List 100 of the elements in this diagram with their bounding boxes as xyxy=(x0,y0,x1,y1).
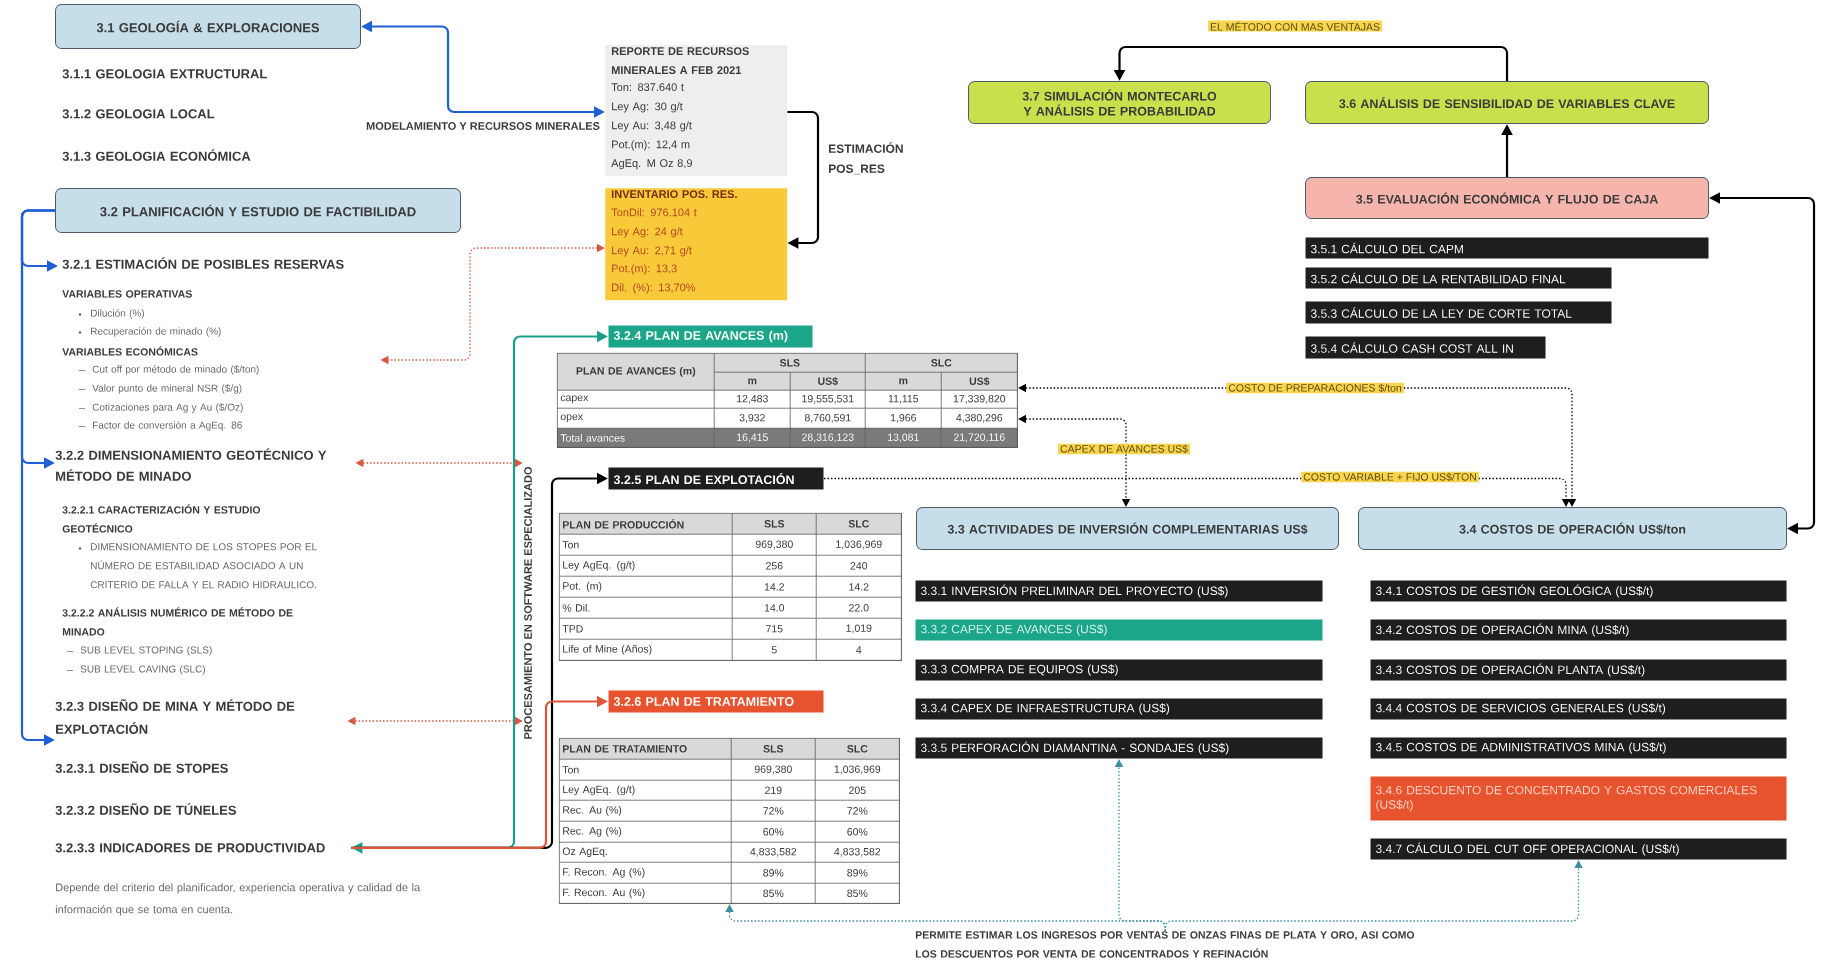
note-text: PERMITE ESTIMAR LOS INGRESOS POR VENTAS DE ONZAS FINAS DE PLATA Y ORO, ASI COMO LOS DESCUENTOS POR VENTA DE CONCENTRADOS Y REFINACIÓN xyxy=(915,931,1415,958)
table-cell: 14.0 xyxy=(732,597,817,619)
task-bar: 3.4.4 COSTOS DE SERVICIOS GENERALES (US$/t) xyxy=(1370,698,1787,720)
section-heading: 3.1.3 GEOLOGIA ECONÓMICA xyxy=(62,149,251,161)
process-box: 3.3 ACTIVIDADES DE INVERSIÓN COMPLEMENTARIAS US$ xyxy=(916,507,1339,550)
table-cell: 16,415 xyxy=(714,428,791,448)
info-box: REPORTE DE RECURSOS MINERALES A FEB 2021 Ton: 837.640 t Ley Ag: 30 g/t Ley Au: 3,48 g/t Pot.(m): 12,4 m AgEq. M Oz 8,9 xyxy=(605,45,788,177)
task-bar: 3.5.4 CÁLCULO CASH COST ALL IN xyxy=(1305,336,1546,359)
arrow xyxy=(20,209,55,746)
table-cell: 12,483 xyxy=(714,390,791,409)
section-heading: 3.2.3.2 DISEÑO DE TÚNELES xyxy=(55,803,236,815)
section-heading: 3.2.3.1 DISEÑO DE STOPES xyxy=(55,761,228,773)
table-cell: 22.0 xyxy=(816,597,902,619)
task-bar: 3.3.3 COMPRA DE EQUIPOS (US$) xyxy=(915,659,1323,681)
table-cell: 85% xyxy=(731,883,816,904)
section-heading: 3.2.3 DISEÑO DE MINA Y MÉTODO DE EXPLOTACIÓN xyxy=(55,699,295,734)
note-text: Depende del criterio del planificador, experiencia operativa y calidad de la información que se toma en cuenta. xyxy=(55,883,421,916)
table-cell: US$ xyxy=(790,372,866,391)
list-item: Valor punto de mineral NSR ($/g) xyxy=(78,384,242,394)
task-bar: 3.5.1 CÁLCULO DEL CAPM xyxy=(1305,237,1709,259)
table-cell: 715 xyxy=(732,618,817,640)
heading-bar: 3.2.5 PLAN DE EXPLOTACIÓN xyxy=(608,467,824,490)
table-cell: 28,316,123 xyxy=(790,428,866,448)
table-cell: 240 xyxy=(816,555,902,577)
process-box: 3.6 ANÁLISIS DE SENSIBILIDAD DE VARIABLES CLAVE xyxy=(1305,81,1709,124)
sub-heading: 3.2.2.2 ANÁLISIS NUMÉRICO DE MÉTODO DE MINADO xyxy=(62,607,293,636)
table-cell: m xyxy=(714,372,791,391)
task-bar: 3.4.3 COSTOS DE OPERACIÓN PLANTA (US$/t) xyxy=(1370,659,1787,681)
table-cell: 205 xyxy=(815,780,900,801)
section-heading: 3.2.2 DIMENSIONAMIENTO GEOTÉCNICO Y MÉTODO DE MINADO xyxy=(55,448,327,481)
table-cell: 72% xyxy=(815,800,900,822)
table-cell: 21,720,116 xyxy=(941,428,1018,448)
edge-label: COSTO VARIABLE + FIJO US$/TON xyxy=(1301,471,1479,483)
process-box: 3.2 PLANIFICACIÓN Y ESTUDIO DE FACTIBILIDAD xyxy=(55,188,461,233)
process-box: 3.7 SIMULACIÓN MONTECARLO Y ANÁLISIS DE PROBABILIDAD xyxy=(968,81,1271,124)
task-bar: 3.4.5 COSTOS DE ADMINISTRATIVOS MINA (US$/t) xyxy=(1370,737,1787,759)
task-bar: 3.4.7 CÁLCULO DEL CUT OFF OPERACIONAL (US$/t) xyxy=(1370,838,1787,860)
table-cell: 19,555,531 xyxy=(790,390,866,409)
task-bar: 3.5.2 CÁLCULO DE LA RENTABILIDAD FINAL xyxy=(1305,267,1612,289)
table-cell: 17,339,820 xyxy=(941,390,1018,409)
list-item: SUB LEVEL CAVING (SLC) xyxy=(66,665,205,675)
task-bar: 3.4.1 COSTOS DE GESTIÓN GEOLÓGICA (US$/t) xyxy=(1370,580,1787,602)
table-cell: 256 xyxy=(732,555,817,577)
list-item: Cotizaciones para Ag y Au ($/Oz) xyxy=(78,403,243,413)
table-cell: 1,966 xyxy=(865,408,942,429)
table-cell: 1,036,969 xyxy=(816,534,902,556)
table-cell: 4,380,296 xyxy=(941,408,1018,429)
table-cell: 1,036,969 xyxy=(815,759,900,781)
task-bar: 3.4.2 COSTOS DE OPERACIÓN MINA (US$/t) xyxy=(1370,619,1787,641)
table-cell: SLC xyxy=(815,738,900,760)
task-bar: 3.4.6 DESCUENTO DE CONCENTRADO Y GASTOS COMERCIALES (US$/t) xyxy=(1370,776,1787,821)
list-item: SUB LEVEL STOPING (SLS) xyxy=(66,646,212,656)
task-bar: 3.3.5 PERFORACIÓN DIAMANTINA - SONDAJES (US$) xyxy=(915,737,1323,759)
arrow xyxy=(1164,860,1583,932)
list-item: Factor de conversión a AgEq. 86 xyxy=(78,421,242,431)
table-cell: 4,833,582 xyxy=(731,842,816,863)
process-box: 3.4 COSTOS DE OPERACIÓN US$/ton xyxy=(1358,507,1787,550)
section-heading: 3.1.1 GEOLOGIA EXTRUCTURAL xyxy=(62,69,267,79)
edge-label: MODELAMIENTO Y RECURSOS MINERALES xyxy=(364,121,602,131)
table-cell: 14.2 xyxy=(816,576,902,598)
task-bar: 3.3.4 CAPEX DE INFRAESTRUCTURA (US$) xyxy=(915,698,1323,720)
task-bar: 3.5.3 CÁLCULO DE LA LEY DE CORTE TOTAL xyxy=(1305,301,1612,324)
table-cell: 14.2 xyxy=(732,576,817,598)
table-cell: 85% xyxy=(815,883,900,904)
edge-label: ESTIMACIÓN POS_RES xyxy=(826,141,911,176)
table-cell: SLS xyxy=(731,738,816,760)
list-item: Cut off por método de minado ($/ton) xyxy=(78,365,259,375)
section-heading: 3.1.2 GEOLOGIA LOCAL xyxy=(62,109,215,119)
heading-bar: 3.2.6 PLAN DE TRATAMIENTO xyxy=(608,690,824,713)
table-cell: 4,833,582 xyxy=(815,842,900,863)
process-box: 3.5 EVALUACIÓN ECONÓMICA Y FLUJO DE CAJA xyxy=(1305,177,1709,219)
list-heading: VARIABLES ECONÓMICAS xyxy=(62,346,198,356)
arrow xyxy=(787,110,820,249)
list-item: Dilución (%) xyxy=(78,309,145,319)
table-cell: 89% xyxy=(815,862,900,884)
table-cell: 89% xyxy=(731,862,816,884)
table-cell: 969,380 xyxy=(732,534,817,556)
table-cell: 60% xyxy=(731,821,816,843)
list-item: Recuperación de minado (%) xyxy=(78,327,221,337)
table-cell: 60% xyxy=(815,821,900,843)
section-heading: 3.2.3.3 INDICADORES DE PRODUCTIVIDAD xyxy=(55,843,325,853)
table-cell: 219 xyxy=(731,780,816,801)
vertical-label: PROCESAMIENTO EN SOFTWARE ESPECIALIZADO xyxy=(524,467,532,739)
table-cell: US$ xyxy=(941,372,1018,391)
task-bar: 3.3.2 CAPEX DE AVANCES (US$) xyxy=(915,619,1323,641)
table-cell: 3,932 xyxy=(714,408,791,429)
table-cell: m xyxy=(865,372,942,391)
table-cell: 1,019 xyxy=(816,618,902,640)
table-cell: 72% xyxy=(731,800,816,822)
section-heading: 3.2.1 ESTIMACIÓN DE POSIBLES RESERVAS xyxy=(62,257,344,269)
edge-label: CAPEX DE AVANCES US$ xyxy=(1058,443,1190,455)
table-cell: 5 xyxy=(732,639,817,661)
info-box: INVENTARIO POS. RES. TonDil: 976.104 t Ley Ag: 24 g/t Ley Au: 2,71 g/t Pot.(m): 13,3 Dil. (%): 13,70% xyxy=(605,188,788,301)
heading-bar: 3.2.4 PLAN DE AVANCES (m) xyxy=(608,325,813,348)
task-bar: 3.3.1 INVERSIÓN PRELIMINAR DEL PROYECTO (US$) xyxy=(915,580,1323,602)
list-heading: VARIABLES OPERATIVAS xyxy=(62,290,192,298)
table-cell: 11,115 xyxy=(865,390,942,409)
table-cell: SLS xyxy=(732,513,817,535)
table-cell: SLC xyxy=(816,513,902,535)
table-cell: 969,380 xyxy=(731,759,816,781)
